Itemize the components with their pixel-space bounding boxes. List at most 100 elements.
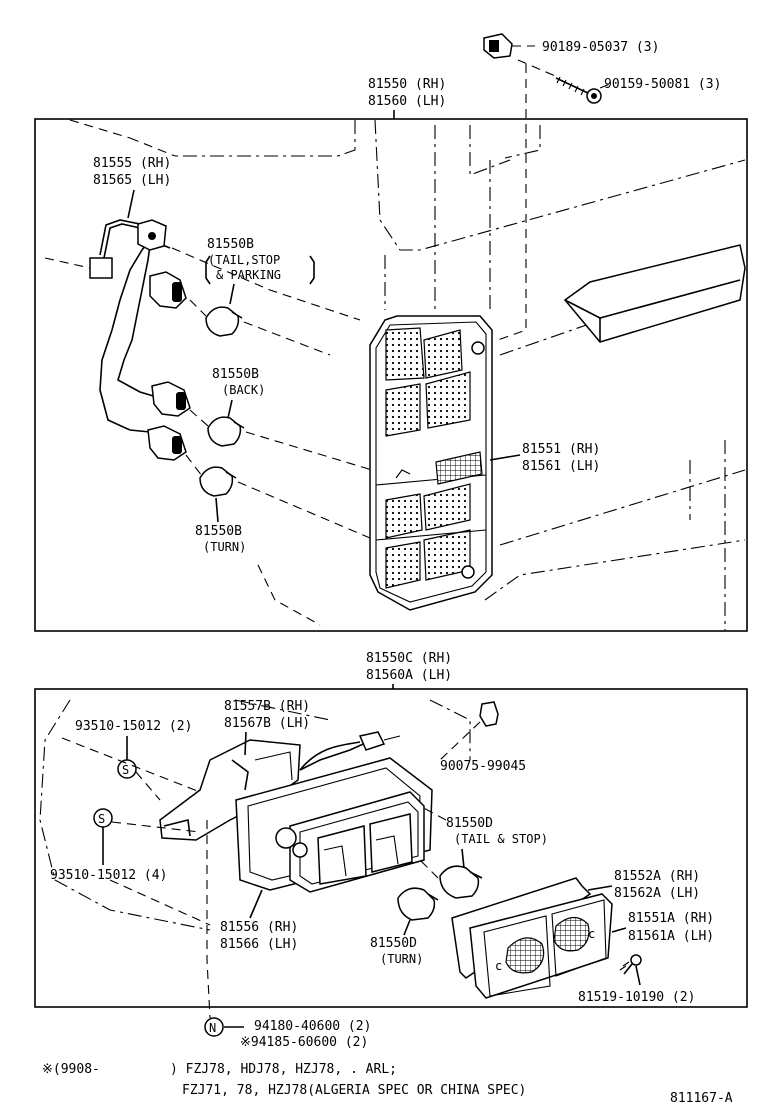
label-bulb-turn-desc: (TURN) bbox=[203, 540, 246, 554]
leader-line bbox=[461, 848, 465, 869]
label-housing-lh: 81566 (LH) bbox=[220, 937, 298, 952]
n-mark-icon: N bbox=[204, 1017, 224, 1037]
label-lens-rh: 81551 (RH) bbox=[522, 442, 600, 457]
label-nut-part: 90075-99045 bbox=[440, 759, 526, 774]
upper-panel-frame bbox=[34, 118, 748, 632]
s-mark-icon: S bbox=[117, 759, 137, 779]
bulb-icon bbox=[397, 887, 439, 921]
leader-line bbox=[237, 481, 371, 539]
label-gasket-lh: 81562A (LH) bbox=[614, 886, 700, 901]
label-lamp-assy-lh: 81560 (LH) bbox=[368, 94, 446, 109]
label-bulb-tail-desc1: (TAIL,STOP bbox=[208, 253, 280, 267]
leader-line bbox=[419, 859, 439, 879]
leader-line bbox=[229, 283, 235, 305]
label-lens-screw: 81519-10190 (2) bbox=[578, 990, 695, 1005]
label-socket-rh: 81555 (RH) bbox=[93, 156, 171, 171]
lens-screw-icon bbox=[619, 954, 642, 975]
n-mark-label: N bbox=[209, 1021, 216, 1035]
label-bracket-rh: 81557B (RH) bbox=[224, 699, 310, 714]
bulb-socket-icon bbox=[151, 381, 191, 417]
label-assy-a-lh: 81560A (LH) bbox=[366, 668, 452, 683]
label-bulb-back-desc: (BACK) bbox=[222, 383, 265, 397]
bulb-icon bbox=[439, 865, 483, 899]
label-assy-c-rh: 81550C (RH) bbox=[366, 651, 452, 666]
label-housing-rh: 81556 (RH) bbox=[220, 920, 298, 935]
label-lens-lh: 81561 (LH) bbox=[522, 459, 600, 474]
s-mark-label: S bbox=[122, 763, 129, 777]
leader-line bbox=[171, 247, 361, 321]
label-socket-lh: 81565 (LH) bbox=[93, 173, 171, 188]
leader-line bbox=[245, 431, 373, 471]
screw-icon bbox=[555, 76, 602, 104]
leader-line bbox=[257, 564, 321, 626]
leader-line bbox=[497, 64, 527, 341]
leader-line bbox=[243, 321, 331, 356]
nut-icon bbox=[479, 701, 499, 727]
leader-line bbox=[489, 454, 521, 461]
leader-line bbox=[189, 299, 207, 317]
label-gasket-rh: 81552A (RH) bbox=[614, 869, 700, 884]
leader-line bbox=[611, 927, 627, 933]
bulb-socket-icon bbox=[147, 425, 187, 461]
diagram-reference: 811167-A bbox=[670, 1091, 733, 1106]
leader-line bbox=[69, 119, 131, 139]
label-nut-alt-part: ※94185-60600 (2) bbox=[240, 1035, 368, 1050]
lower-panel-frame bbox=[34, 688, 748, 1008]
leader-line bbox=[129, 137, 176, 157]
leader-line bbox=[403, 919, 411, 936]
leader-line bbox=[244, 731, 247, 756]
label-nut-n-part: 94180-40600 (2) bbox=[254, 1019, 371, 1034]
label-lamp-assy-rh: 81550 (RH) bbox=[368, 77, 446, 92]
leader-line bbox=[185, 454, 203, 477]
label-lens-a-lh: 81561A (LH) bbox=[628, 929, 714, 944]
label-bulb-tail-desc2: & PARKING bbox=[216, 268, 281, 282]
label-bracket-lh: 81567B (LH) bbox=[224, 716, 310, 731]
bulb-socket-icon bbox=[149, 271, 187, 309]
leader-line bbox=[109, 879, 211, 926]
tail-lamp-assembly bbox=[369, 315, 493, 611]
bumper-block bbox=[563, 244, 746, 343]
lamp-housing bbox=[275, 739, 425, 893]
clip-icon bbox=[483, 33, 513, 59]
lens-mark-c: c bbox=[495, 959, 502, 973]
label-bulb-ts-part: 81550D bbox=[446, 816, 493, 831]
leader-line bbox=[599, 83, 611, 89]
leader-line bbox=[206, 820, 211, 1019]
lens-mark-c: c bbox=[588, 927, 595, 941]
leader-line bbox=[127, 189, 135, 219]
label-bulb-ts-desc: (TAIL & STOP) bbox=[454, 832, 548, 846]
bulb-icon bbox=[207, 416, 245, 447]
leader-line bbox=[419, 805, 447, 821]
bulb-icon bbox=[205, 306, 243, 337]
label-lens-a-rh: 81551A (RH) bbox=[628, 911, 714, 926]
leader-line bbox=[227, 399, 233, 419]
leader-line bbox=[215, 497, 219, 523]
footnote-models: ) FZJ78, HDJ78, HZJ78, . ARL; bbox=[170, 1062, 397, 1077]
leader-line bbox=[135, 771, 161, 801]
label-bulb-back-part: 81550B bbox=[212, 367, 259, 382]
leader-line bbox=[517, 59, 561, 79]
footnote-spec: FZJ71, 78, HZJ78(ALGERIA SPEC OR CHINA S… bbox=[182, 1083, 526, 1098]
leader-line bbox=[189, 409, 209, 427]
bulb-socket-icon bbox=[137, 219, 167, 251]
leader-line bbox=[439, 721, 481, 761]
leader-line bbox=[587, 885, 613, 891]
leader-line bbox=[44, 257, 91, 269]
label-screw-bottom: 93510-15012 (4) bbox=[50, 868, 167, 883]
label-clip-part: 90189-05037 (3) bbox=[542, 40, 659, 55]
label-bulb-turn-desc-lower: (TURN) bbox=[380, 952, 423, 966]
label-screw-part: 90159-50081 (3) bbox=[604, 77, 721, 92]
s-mark-label: S bbox=[98, 812, 105, 826]
lamp-wire bbox=[299, 731, 401, 771]
leader-line bbox=[61, 737, 201, 793]
bulb-icon bbox=[199, 466, 237, 497]
label-bulb-tail-part: 81550B bbox=[207, 237, 254, 252]
label-bulb-turn-part-lower: 81550D bbox=[370, 936, 417, 951]
label-bulb-turn-part: 81550B bbox=[195, 524, 242, 539]
s-mark-icon: S bbox=[93, 808, 113, 828]
vehicle-body-outline bbox=[39, 699, 471, 931]
footnote-prefix: ※(9908- bbox=[42, 1062, 100, 1077]
leader-line bbox=[249, 889, 263, 919]
label-screw-top: 93510-15012 (2) bbox=[75, 719, 192, 734]
